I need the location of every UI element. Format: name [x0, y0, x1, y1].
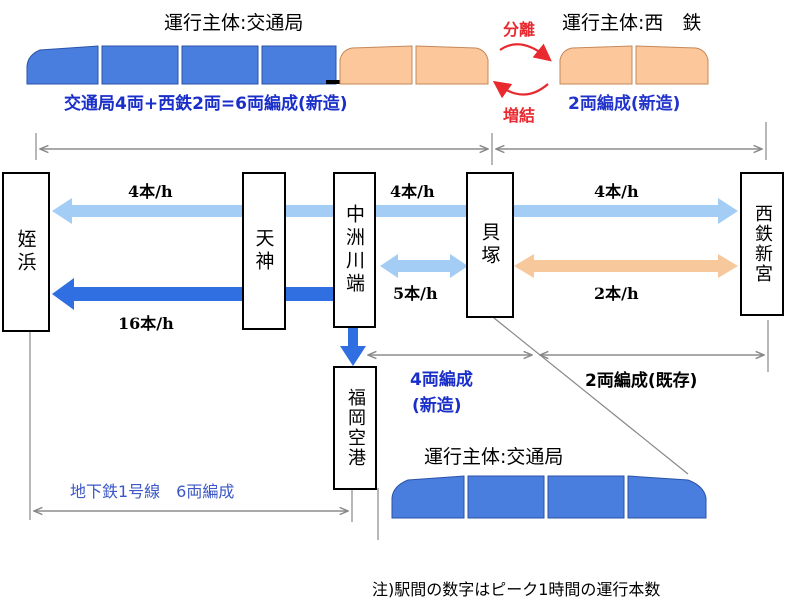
operator-label-bottom: 運行主体:交通局	[424, 446, 564, 468]
station-nakasu-kawabata: 中洲川端	[333, 172, 376, 328]
freq-nakasu-kaizuka-shuttle: 5本/h	[393, 284, 438, 303]
operator-label-top-left: 運行主体:交通局	[164, 12, 304, 34]
train-car	[181, 45, 259, 85]
footnote: 注)駅間の数字はピーク1時間の運行本数	[372, 580, 661, 599]
arrow-nakasu-tenjin-light	[286, 205, 334, 217]
train-car	[559, 45, 633, 85]
top-dimension-lines	[35, 122, 767, 165]
arrow-kaizuka-shingu-shuttle	[514, 254, 738, 278]
arrow-kaizuka-nakasu-light	[376, 205, 468, 217]
join-label: 増結	[503, 106, 536, 125]
station-nishitetsu-shingu: 西鉄新宮	[740, 172, 784, 316]
arrow-nakasu-airport-dark	[340, 328, 366, 366]
train-car	[391, 475, 465, 519]
train-car	[627, 475, 707, 519]
nishitetsu-existing-formation-label: 2両編成(既存)	[585, 371, 698, 391]
subway-train-top	[26, 45, 346, 85]
split-label: 分離	[503, 20, 536, 39]
freq-tenjin-meinohama-dark: 16本/h	[118, 314, 174, 333]
station-meinohama: 姪浜	[2, 172, 50, 332]
freq-kaizuka-shingu-light: 4本/h	[594, 182, 639, 201]
arrow-tenjin-meinohama-light	[52, 198, 242, 224]
airport-branch-formation-label: 4両編成	[410, 370, 473, 390]
station-fukuoka-airport: 福岡空港	[333, 366, 377, 490]
train-car	[467, 475, 545, 519]
train-car	[635, 45, 709, 85]
station-kaizuka: 貝塚	[466, 172, 514, 318]
couple-split-arrows	[492, 43, 552, 99]
arrow-nakasu-kaizuka-shuttle	[380, 254, 468, 278]
arrow-kaizuka-shingu-light	[512, 198, 738, 224]
train-car	[261, 45, 337, 85]
train-car	[26, 45, 99, 85]
train-car	[415, 45, 489, 85]
operator-label-top-right: 運行主体:西 鉄	[562, 12, 702, 34]
freq-tenjin-meinohama-light: 4本/h	[128, 182, 173, 201]
airport-branch-formation-note: (新造)	[412, 396, 462, 416]
nishitetsu-train-coupled	[339, 45, 489, 85]
nishitetsu-new-formation-label: 2両編成(新造)	[568, 94, 681, 114]
freq-kaizuka-shingu-shuttle: 2本/h	[594, 284, 639, 303]
arrow-tenjin-meinohama-dark	[52, 278, 334, 310]
subway-line1-formation-label: 地下鉄1号線 6両編成	[70, 482, 235, 501]
train-car	[339, 45, 413, 85]
nishitetsu-train-separated	[559, 45, 709, 85]
train-car	[547, 475, 625, 519]
coupler	[326, 80, 346, 84]
train-car	[101, 45, 179, 85]
through-formation-label: 交通局4両+西鉄2両=6両編成(新造)	[64, 94, 348, 114]
subway-train-airport	[391, 475, 707, 519]
station-tenjin: 天神	[242, 172, 286, 330]
freq-nakasu-kaizuka: 4本/h	[390, 182, 435, 201]
lower-dimension-lines	[29, 317, 769, 540]
